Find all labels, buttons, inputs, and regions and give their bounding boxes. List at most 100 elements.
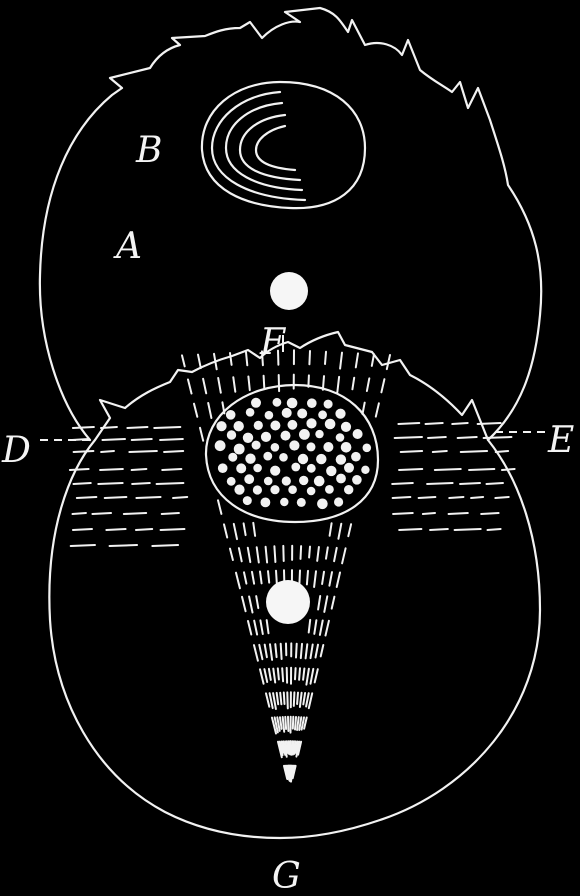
horizontal-dash-left	[152, 545, 178, 546]
radiating-fibre-dash	[218, 500, 221, 514]
radiating-fibre-dash	[280, 717, 282, 729]
nucleus-granule	[254, 421, 263, 430]
horizontal-dash-right	[423, 513, 435, 514]
radiating-fibre-dash	[367, 378, 369, 391]
nucleus-granule	[270, 466, 280, 476]
radiating-fibre-dash	[326, 547, 328, 558]
horizontal-dash-left	[127, 427, 147, 428]
nucleus-granule	[245, 454, 255, 464]
nucleus-granule	[215, 440, 226, 451]
radiating-fibre-dash	[307, 571, 308, 585]
radiating-fibre-dash	[275, 644, 276, 657]
radiating-fibre-dash	[194, 404, 197, 417]
nucleus-granule	[271, 443, 280, 452]
radiating-fibre-dash	[303, 693, 305, 704]
radiating-fibre-dash	[260, 572, 262, 584]
radiating-fibre-dash	[295, 717, 296, 730]
radiating-fibre-dash	[254, 621, 257, 635]
horizontal-dash-left	[132, 439, 152, 440]
horizontal-dash-left	[102, 439, 125, 440]
horizontal-dash-right	[427, 483, 452, 484]
nucleus-granule	[216, 421, 226, 431]
radiating-fibre-dash	[317, 547, 319, 561]
radiating-fibre-dash	[230, 353, 232, 365]
radiating-fibre-dash	[340, 353, 342, 369]
nucleus-granule	[291, 463, 300, 472]
horizontal-dash-left	[124, 513, 146, 514]
horizontal-dash-left	[101, 451, 114, 452]
nucleus-granule	[306, 418, 316, 428]
radiating-fibre-dash	[337, 377, 339, 393]
horizontal-dash-left	[100, 469, 123, 470]
radiating-fibre-dash	[314, 620, 316, 634]
radiating-fibre-dash	[309, 693, 312, 708]
radiating-fibre-dash	[381, 379, 384, 392]
nucleus-granules	[215, 398, 371, 509]
horizontal-dash-right	[488, 529, 501, 530]
radiating-fibre-dash	[230, 549, 233, 560]
nucleus-granule	[288, 485, 297, 494]
nucleus-granule	[325, 485, 334, 494]
horizontal-dash-right	[393, 513, 413, 514]
nucleus-granule	[307, 464, 316, 473]
nucleus-granule	[297, 498, 306, 507]
lower-centrosome	[266, 580, 310, 624]
horizontal-dash-right	[435, 469, 461, 470]
radiating-fibre-dash	[321, 645, 324, 656]
nucleus-granule	[261, 432, 271, 442]
nucleus-arc-2	[226, 103, 302, 190]
horizontal-dash-left	[106, 529, 125, 530]
nucleus-granule	[243, 433, 253, 443]
horizontal-dash-left	[129, 451, 157, 452]
nucleus-granule	[344, 485, 353, 494]
radiating-fibre-dash	[308, 375, 309, 386]
horizontal-dash-left	[132, 483, 150, 484]
horizontal-dash-left	[162, 513, 179, 514]
radiating-fibre-dash	[297, 717, 299, 730]
horizontal-dash-left	[92, 513, 111, 514]
radiating-fibre-dash	[295, 668, 296, 679]
nucleus-granule	[318, 410, 327, 419]
nucleus-arc-4	[256, 126, 295, 170]
nucleus-granule	[261, 498, 271, 508]
horizontal-dash-left	[160, 439, 183, 440]
radiating-fibre-dash	[268, 571, 269, 583]
radiating-fibre-dash	[259, 645, 262, 659]
radiating-fibre-dash	[214, 354, 217, 370]
radiating-fibre-dash	[316, 645, 319, 658]
nucleus-granule	[227, 430, 236, 439]
radiating-fibre-dash	[224, 524, 227, 537]
nucleus-granule	[251, 398, 261, 408]
horizontal-dash-right	[449, 513, 468, 514]
radiating-fibre-dash	[233, 377, 235, 391]
nucleus-granule	[352, 475, 362, 485]
horizontal-dash-right	[426, 423, 443, 424]
radiating-fibre-dash	[249, 597, 252, 613]
horizontal-dash-right	[458, 437, 477, 438]
radiating-fibre-dash	[198, 355, 201, 369]
radiating-fibre-dash	[296, 644, 297, 658]
radiating-fibre-dash	[297, 693, 298, 704]
horizontal-dash-right	[399, 469, 422, 470]
horizontal-dash-left	[154, 427, 180, 428]
nucleus-granule	[298, 454, 308, 464]
nucleus-granule	[317, 499, 328, 510]
nucleus-granule	[253, 485, 262, 494]
nucleus-granule	[273, 398, 282, 407]
nucleus-granule	[323, 442, 333, 452]
nucleus-granule	[228, 453, 237, 462]
radiating-fibre-dash	[281, 644, 282, 659]
nucleus-granule	[336, 433, 345, 442]
horizontal-dash-right	[478, 423, 501, 424]
nucleus-granule	[314, 476, 325, 487]
nucleus-granule	[324, 400, 333, 409]
radiating-fibre-dash	[266, 547, 268, 563]
radiating-fibre-dash	[376, 403, 379, 416]
horizontal-dash-right	[484, 437, 512, 438]
radiating-fibre-dash	[324, 596, 327, 612]
radiating-fibre-dash	[342, 548, 346, 563]
nucleus-granule	[236, 463, 246, 473]
horizontal-dash-right	[428, 437, 446, 438]
radiating-fibre-dash	[208, 403, 211, 418]
horizontal-dash-right	[399, 529, 421, 530]
